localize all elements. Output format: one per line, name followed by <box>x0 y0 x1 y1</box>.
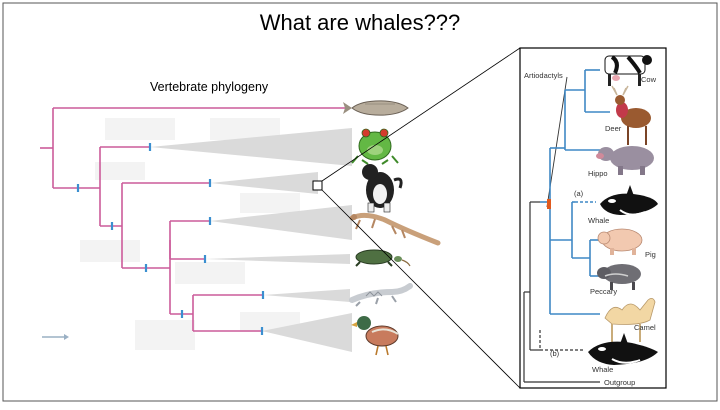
taxon-deer: Deer <box>605 124 622 133</box>
taxon-whale-2: Whale <box>592 365 613 374</box>
marker-b-label: (b) <box>550 349 560 358</box>
taxon-whale: Whale <box>588 216 609 225</box>
taxon-camel: Camel <box>634 323 656 332</box>
hippo-icon <box>596 146 654 175</box>
lizard-icon <box>349 212 441 246</box>
vertebrate-tree <box>40 107 350 332</box>
taxon-outgroup: Outgroup <box>604 378 635 387</box>
slide-border <box>2 2 718 402</box>
inset-tree-blue <box>540 69 610 315</box>
taxon-peccary: Peccary <box>590 287 617 296</box>
turtle-icon <box>355 249 411 267</box>
tree-title: Vertebrate phylogeny <box>150 80 269 94</box>
artiodactyls-label: Artiodactyls <box>524 71 563 80</box>
slide-title: What are whales??? <box>259 10 461 35</box>
taxon-cow: Cow <box>641 75 657 84</box>
zoom-box <box>312 180 323 191</box>
pig-icon <box>597 228 643 255</box>
clade-wedges <box>150 128 352 352</box>
camel-icon <box>604 298 656 342</box>
label-placeholders <box>80 118 300 350</box>
whale-icon <box>600 185 658 216</box>
wedge-amphibians <box>150 128 352 166</box>
taxon-hippo: Hippo <box>588 169 608 178</box>
crocodile-icon <box>349 283 413 307</box>
wedge-lepidosaurs <box>210 205 352 240</box>
cow-icon <box>604 55 652 86</box>
taxon-pig: Pig <box>645 250 656 259</box>
wedge-birds <box>262 313 352 352</box>
inset-panel <box>519 47 667 389</box>
zoom-line-bottom <box>321 189 521 389</box>
orange-node-marker <box>547 199 551 209</box>
duck-icon <box>351 316 399 356</box>
whale-icon <box>588 333 658 365</box>
deer-icon <box>611 85 651 145</box>
fish-icon <box>343 100 409 116</box>
marker-a-label: (a) <box>574 189 584 198</box>
wedge-turtles <box>205 254 350 264</box>
inset-labels: Artiodactyls (a) (b) Cow Deer Hippo Whal… <box>524 71 657 387</box>
node-markers <box>76 143 265 335</box>
zoom-line-top <box>321 47 521 182</box>
wedge-crocodilians <box>263 289 350 302</box>
dog-icon <box>362 164 403 213</box>
frog-icon <box>351 128 399 165</box>
arrow-icon <box>42 334 69 340</box>
peccary-icon <box>597 264 641 290</box>
wedge-mammals <box>210 172 318 194</box>
